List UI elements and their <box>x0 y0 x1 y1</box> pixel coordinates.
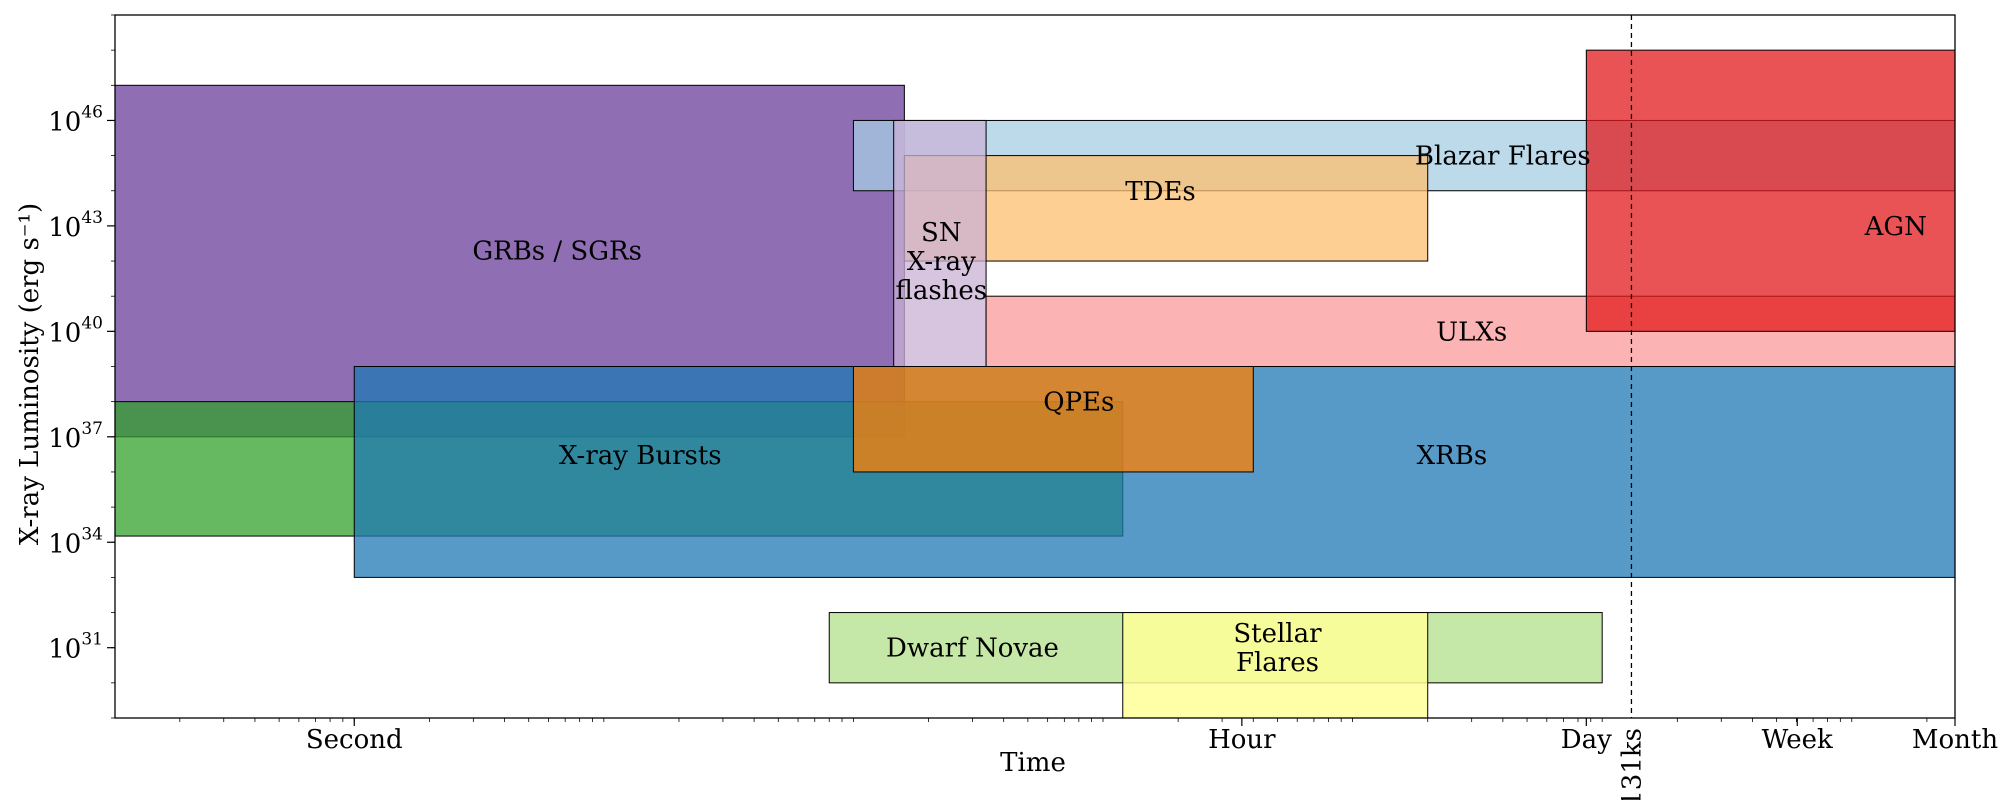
region-tdes <box>903 155 1429 262</box>
region-label-tdes: TDEs <box>1125 177 1196 207</box>
y-tick-label-43: 1043 <box>48 208 103 243</box>
region-label-qpes: QPEs <box>1043 388 1114 418</box>
reference-line-layer: 131ks <box>1617 15 1647 800</box>
y-tick-label-46: 1046 <box>48 102 103 137</box>
x-tick-label-week: Week <box>1762 725 1833 755</box>
x-tick-label-second: Second <box>306 725 403 755</box>
x-axis-label: Time <box>1000 748 1066 778</box>
reference-vline-label: 131ks <box>1617 728 1647 800</box>
x-tick-label-month: Month <box>1912 725 1998 755</box>
region-label-xrbs: XRBs <box>1417 441 1488 471</box>
region-label-x-ray-bursts: X-ray Bursts <box>559 441 722 471</box>
y-axis-label: X-ray Luminosity (erg s⁻¹) <box>15 203 45 545</box>
y-tick-label-37: 1037 <box>48 419 103 454</box>
region-label-agn: AGN <box>1864 212 1927 242</box>
region-qpes <box>852 366 1254 473</box>
region-label-grbs-sgrs: GRBs / SGRs <box>472 236 642 266</box>
y-tick-label-34: 1034 <box>48 524 103 559</box>
region-sn-x-ray-flashes <box>893 119 987 367</box>
region-label-ulxs: ULXs <box>1436 317 1507 347</box>
x-tick-label-hour: Hour <box>1208 725 1276 755</box>
region-agn <box>1585 49 1956 332</box>
region-label-dwarf-novae: Dwarf Novae <box>886 634 1059 664</box>
y-tick-label-31: 1031 <box>48 630 103 665</box>
x-tick-label-day: Day <box>1561 725 1612 755</box>
y-tick-label-40: 1040 <box>48 313 103 348</box>
axes-layer: Second Hour Day Week Month 1031 1034 1037 1040 10… <box>48 14 1998 755</box>
region-label-blazar-flares: Blazar Flares <box>1415 142 1591 172</box>
regions-layer <box>114 49 1956 719</box>
